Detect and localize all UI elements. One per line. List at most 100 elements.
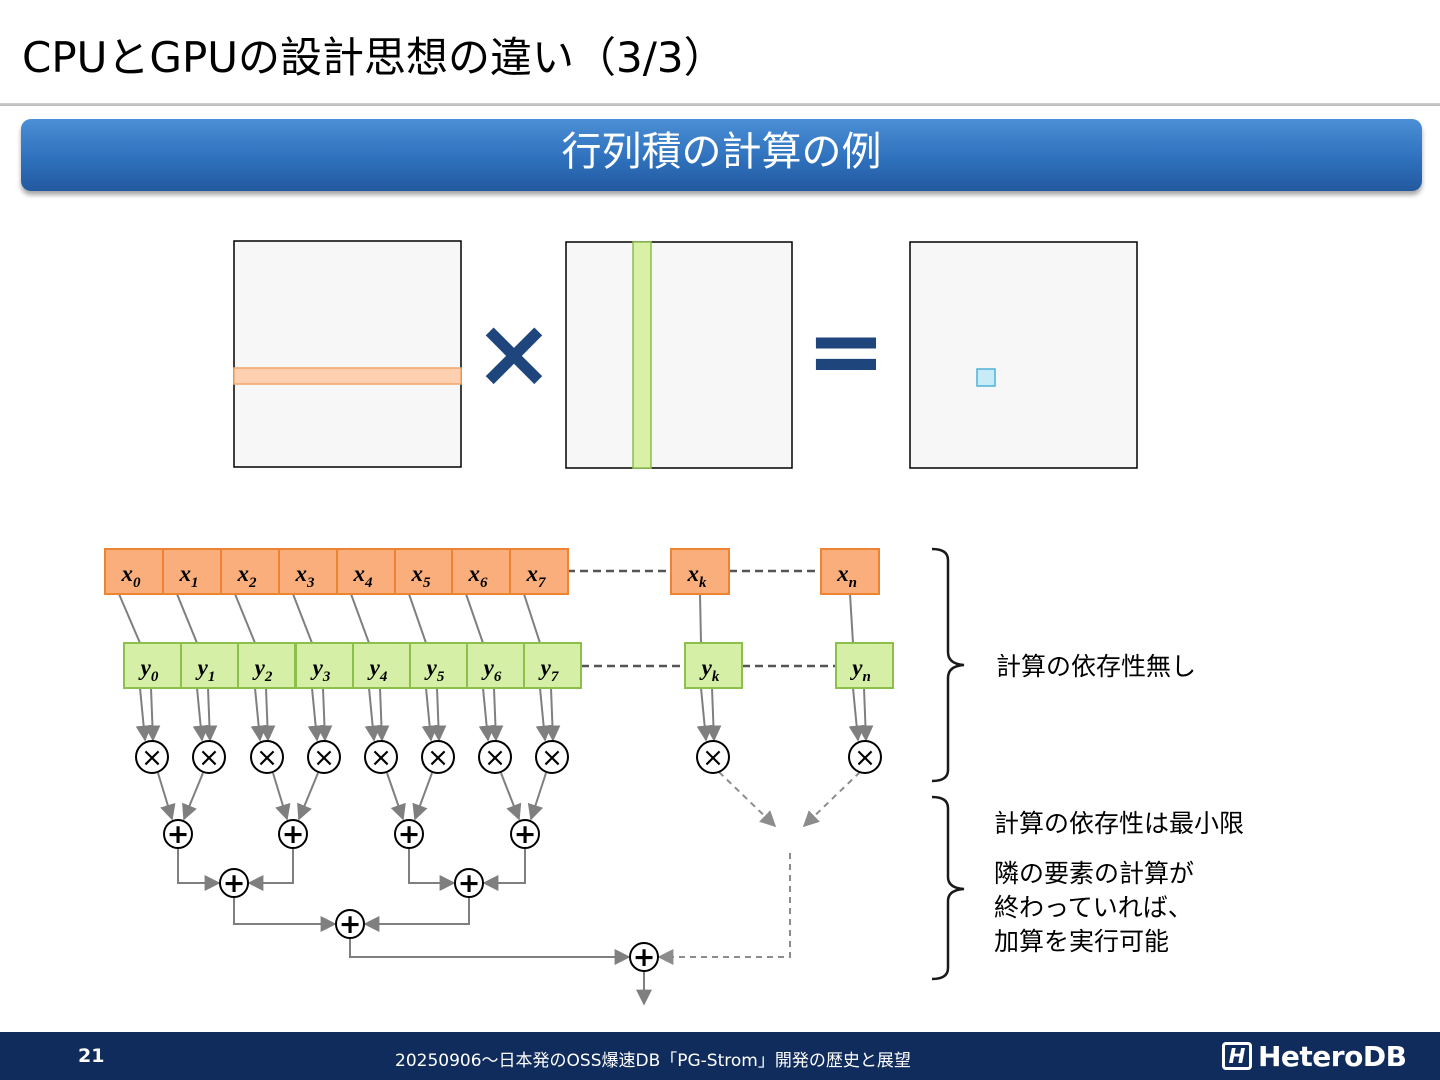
matrix-a [233, 240, 462, 468]
multiply-node: × [307, 740, 341, 774]
add-node: + [394, 819, 424, 850]
y-operand-box: yn [835, 642, 894, 689]
multiply-node: × [250, 740, 284, 774]
svg-text:×: × [198, 743, 220, 773]
svg-text:×: × [427, 743, 449, 773]
svg-text:+: + [282, 819, 305, 850]
svg-text:+: + [514, 819, 537, 850]
add-node: + [278, 819, 308, 850]
y-operand-box: y2 [237, 642, 296, 689]
x-label: x1 [179, 561, 199, 591]
y-operand-box: y5 [409, 642, 468, 689]
add-node-tree: + + + + + + + + [163, 819, 659, 973]
svg-text:+: + [223, 868, 246, 899]
multiply-node: × [192, 740, 226, 774]
equals-symbol: = [806, 295, 886, 407]
y-label: yk [699, 655, 720, 685]
multiply-node-row: × × × × × × × × × × [135, 740, 882, 774]
matrix-c [909, 241, 1138, 469]
x-label: xk [687, 561, 708, 591]
svg-text:×: × [854, 743, 876, 773]
add-node: + [629, 942, 659, 973]
x-operand-box: x3 [278, 548, 338, 595]
x-operand-box: x7 [509, 548, 569, 595]
brace-min-dependency [931, 795, 965, 981]
times-symbol: × [474, 297, 554, 409]
y-label: y3 [310, 655, 331, 685]
svg-text:×: × [313, 743, 335, 773]
x-operand-box: x5 [394, 548, 454, 595]
y-operand-box: y3 [295, 642, 354, 689]
svg-text:×: × [484, 743, 506, 773]
page-number: 21 [78, 1045, 105, 1067]
x-operand-box: x2 [220, 548, 280, 595]
y-operand-row: y0 y1 y2 y3 y4 y5 y6 y7 yk yn [123, 642, 894, 689]
add-node: + [219, 868, 249, 899]
multiply-node: × [478, 740, 512, 774]
y-label: y4 [367, 655, 388, 685]
title-divider [0, 103, 1440, 106]
svg-text:+: + [339, 909, 362, 940]
section-banner: 行列積の計算の例 [21, 119, 1422, 191]
svg-text:+: + [458, 868, 481, 899]
footer-bar: 21 20250906～日本発のOSS爆速DB「PG-Strom」開発の歴史と展… [0, 1032, 1440, 1080]
y-label: yn [849, 655, 871, 685]
x-label: x3 [295, 561, 316, 591]
slide-title: CPUとGPUの設計思想の違い（3/3） [22, 33, 726, 82]
y-operand-box: y6 [466, 642, 525, 689]
y-label: y7 [538, 655, 559, 685]
x-label: x5 [411, 561, 432, 591]
add-node: + [335, 909, 365, 940]
note-neighbor-line-1: 隣の要素の計算が [994, 859, 1195, 888]
x-operand-box: xk [670, 548, 730, 595]
x-label: x7 [526, 561, 547, 591]
x-operand-row: x0 x1 x2 x3 x4 x5 x6 x7 xk xn [104, 548, 880, 595]
note-no-dependency: 計算の依存性無し [996, 652, 1197, 681]
add-node: + [510, 819, 540, 850]
x-operand-box: x1 [162, 548, 222, 595]
note-neighbor-line-3: 加算を実行可能 [994, 927, 1170, 956]
svg-text:×: × [370, 743, 392, 773]
y-label: y2 [252, 655, 273, 685]
brace-no-dependency [931, 547, 965, 783]
x-operand-box: x6 [451, 548, 511, 595]
dataflow-lines [118, 593, 874, 1006]
svg-text:+: + [633, 942, 656, 973]
x-label: x2 [237, 561, 258, 591]
logo-mark-icon: H [1222, 1042, 1252, 1070]
svg-text:×: × [541, 743, 563, 773]
add-node: + [454, 868, 484, 899]
x-operand-box: x0 [104, 548, 164, 595]
matrix-b-column-highlight [632, 241, 652, 469]
multiply-node: × [135, 740, 169, 774]
y-operand-box: y0 [123, 642, 182, 689]
x-label: x6 [468, 561, 489, 591]
x-operand-box: xn [820, 548, 880, 595]
y-operand-box: y4 [352, 642, 411, 689]
logo-wordmark: HeteroDB [1258, 1039, 1407, 1073]
multiply-node: × [421, 740, 455, 774]
y-label: y6 [481, 655, 502, 685]
x-label: xn [836, 561, 857, 591]
multiply-node: × [364, 740, 398, 774]
footer-caption: 20250906～日本発のOSS爆速DB「PG-Strom」開発の歴史と展望 [395, 1051, 911, 1071]
x-label: x4 [353, 561, 374, 591]
y-operand-box: y7 [523, 642, 582, 689]
y-operand-box: yk [684, 642, 743, 689]
note-neighbor-line-2: 終わっていれば、 [994, 893, 1193, 922]
svg-text:×: × [141, 743, 163, 773]
multiply-node: × [696, 740, 730, 774]
y-operand-box: y1 [180, 642, 239, 689]
matrix-c-result-cell [976, 368, 996, 387]
matrix-b [565, 241, 793, 469]
y-label: y0 [138, 655, 159, 685]
add-node: + [163, 819, 193, 850]
y-label: y5 [424, 655, 445, 685]
y-label: y1 [195, 655, 216, 685]
heterodb-logo: H HeteroDB [1222, 1039, 1407, 1073]
multiply-node: × [535, 740, 569, 774]
x-label: x0 [121, 561, 142, 591]
svg-text:×: × [702, 743, 724, 773]
svg-text:+: + [167, 819, 190, 850]
